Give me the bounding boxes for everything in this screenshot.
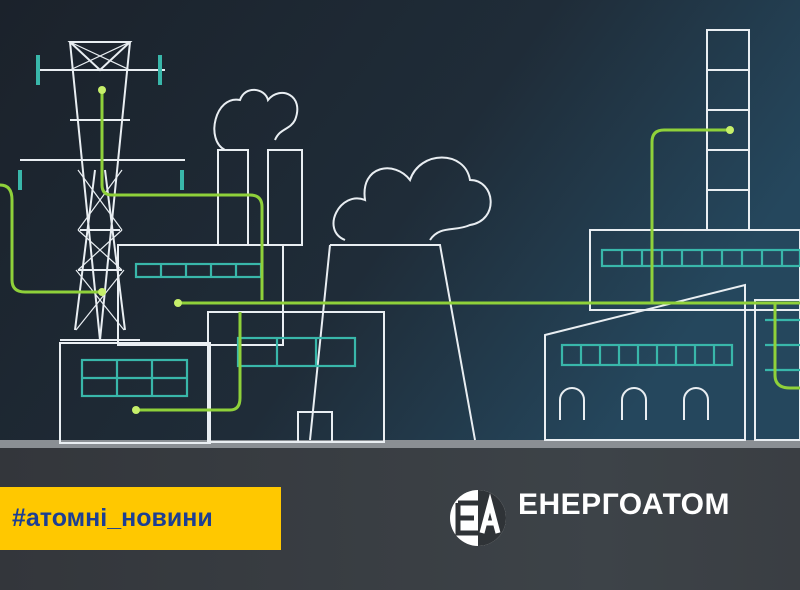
hashtag-text: #атомні_новини [12, 504, 213, 532]
green-wires [0, 90, 800, 412]
brand-logo: ЕНЕРГОАТОМ [448, 488, 730, 522]
energoatom-logo-icon [450, 490, 506, 546]
brand-name: ЕНЕРГОАТОМ [518, 488, 730, 521]
sky-background [0, 0, 800, 445]
hashtag-label-box: #атомні_новини [0, 487, 281, 550]
hashtag-background [0, 487, 281, 550]
road-edge [0, 440, 800, 448]
windows [18, 55, 800, 398]
wire-nodes [98, 86, 734, 414]
buildings [20, 29, 800, 444]
power-pylon-icon [20, 41, 185, 341]
